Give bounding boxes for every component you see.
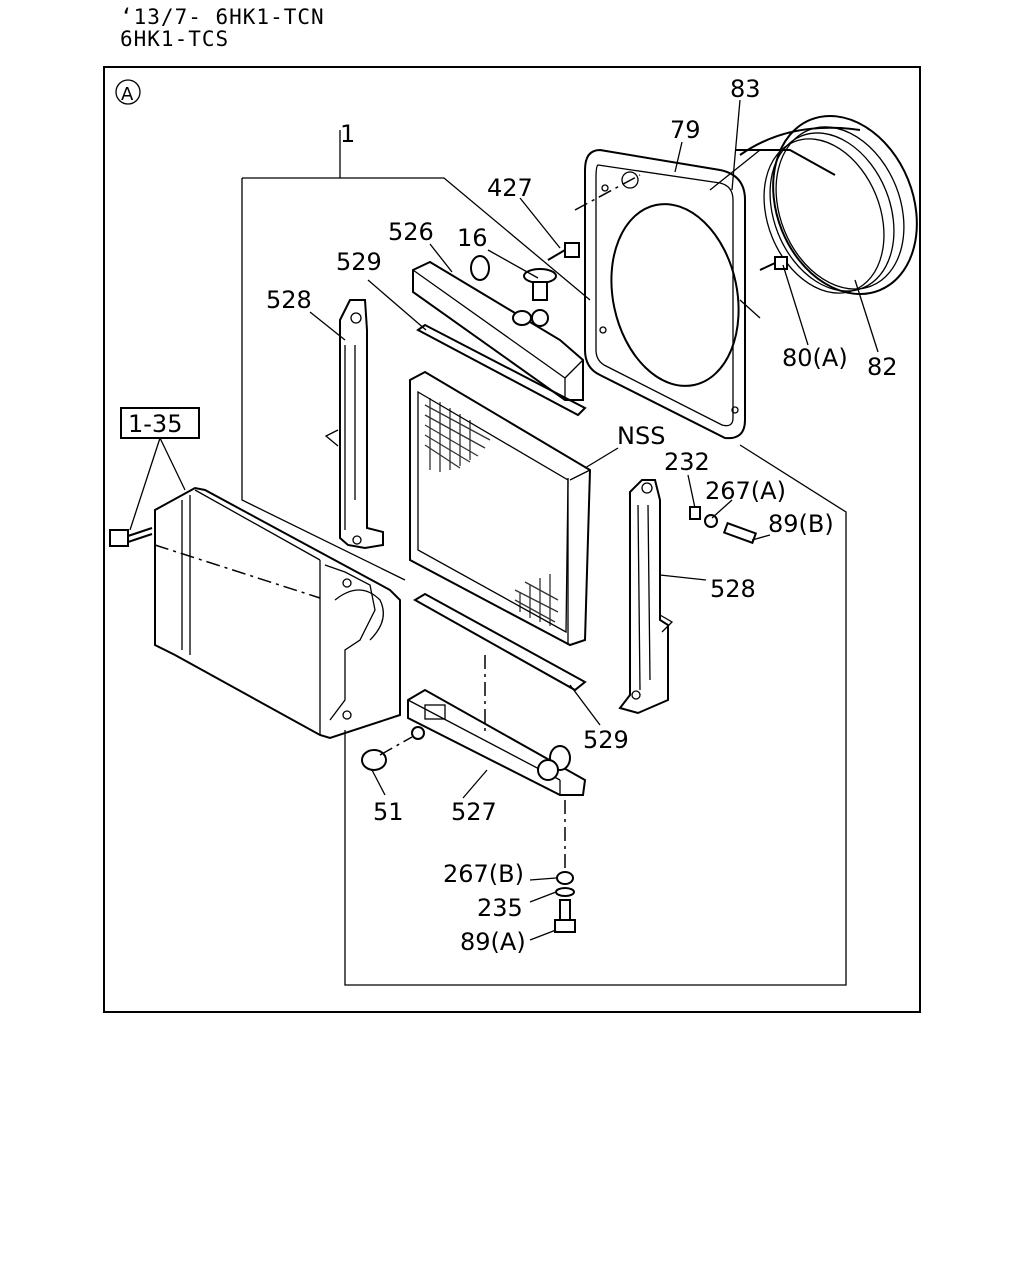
- bolt-427: [547, 242, 580, 261]
- radiator-side-assembly: [154, 486, 401, 740]
- label-part-267a: 267(A): [705, 477, 786, 505]
- label-part-83: 83: [730, 75, 761, 103]
- seal-top: [416, 323, 587, 417]
- label-part-528-right: 528: [710, 575, 756, 603]
- label-part-1: 1: [340, 120, 355, 148]
- header-model-line-1: ‘13/7- 6HK1-TCN: [120, 5, 325, 29]
- label-part-89b: 89(B): [768, 510, 834, 538]
- left-bracket: [324, 299, 384, 550]
- label-part-235: 235: [477, 894, 523, 922]
- label-part-529-top: 529: [336, 248, 382, 276]
- ref-box-label: 1-35: [128, 410, 182, 438]
- label-part-427: 427: [487, 174, 533, 202]
- view-marker-circle: [115, 79, 141, 105]
- assembly-bracket: [241, 130, 847, 986]
- header-model-line-2: 6HK1-TCS: [120, 27, 230, 51]
- label-part-80a: 80(A): [782, 344, 848, 372]
- label-part-528-left: 528: [266, 286, 312, 314]
- label-part-82: 82: [867, 353, 898, 381]
- label-part-89a: 89(A): [460, 928, 526, 956]
- right-fasteners: [689, 506, 758, 545]
- label-part-232: 232: [664, 448, 710, 476]
- seal-bottom: [413, 592, 587, 692]
- label-part-529-bottom: 529: [583, 726, 629, 754]
- leader-lines: [309, 99, 879, 941]
- view-marker-label: A: [121, 84, 134, 105]
- radiator-core: [409, 370, 592, 647]
- label-part-526: 526: [388, 218, 434, 246]
- bolt-80a: [759, 256, 788, 271]
- right-bracket: [618, 479, 674, 715]
- label-part-79: 79: [670, 116, 701, 144]
- lower-tank: [407, 688, 587, 796]
- fan-ring: [709, 114, 918, 319]
- label-part-527: 527: [451, 798, 497, 826]
- label-part-267b: 267(B): [443, 860, 524, 888]
- radiator-cap: [523, 268, 557, 327]
- diagram-frame: [103, 66, 921, 1013]
- bolt-1-35: [109, 527, 153, 547]
- fan-shroud: [584, 148, 746, 440]
- label-nss: NSS: [617, 422, 665, 450]
- label-part-51: 51: [373, 798, 404, 826]
- alignment-lines: [154, 174, 641, 735]
- drain-cock: [361, 726, 425, 771]
- upper-tank: [412, 255, 584, 401]
- lower-fasteners: [554, 800, 576, 933]
- label-part-16: 16: [457, 224, 488, 252]
